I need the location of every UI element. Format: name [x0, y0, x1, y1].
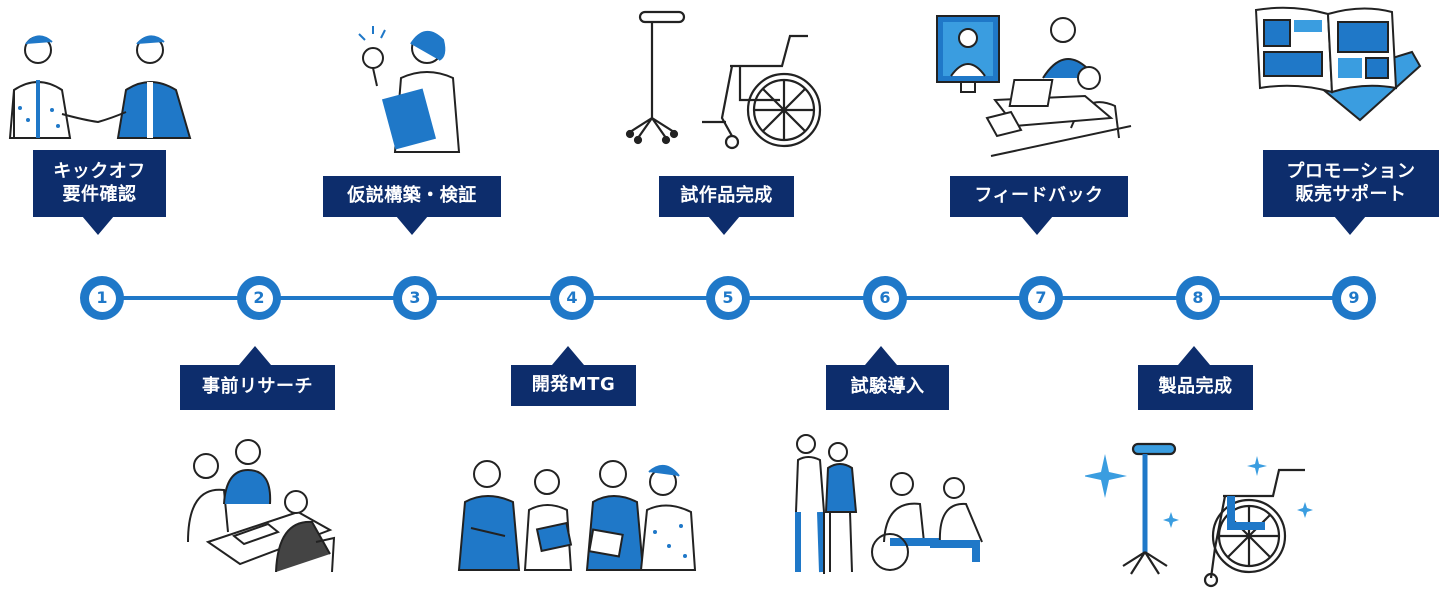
label-pointer — [239, 346, 271, 365]
step-number: 6 — [879, 290, 890, 306]
step-node-8: 8 — [1176, 276, 1220, 320]
step-node-2: 2 — [237, 276, 281, 320]
step-number: 3 — [409, 290, 420, 306]
label-pointer — [82, 216, 114, 235]
care-facility-icon — [790, 432, 990, 577]
step-label-4: 開発MTG — [511, 365, 636, 406]
cane-wheelchair-icon — [622, 6, 832, 156]
magnifier-person-icon — [355, 16, 465, 156]
step-node-1: 1 — [80, 276, 124, 320]
handshake-icon — [0, 28, 200, 140]
step-number: 1 — [96, 290, 107, 306]
step-number: 7 — [1035, 290, 1046, 306]
step-label-3: 仮説構築・検証 — [323, 176, 501, 217]
step-label-9: プロモーション 販売サポート — [1263, 150, 1439, 217]
step-number: 2 — [253, 290, 264, 306]
step-label-1: キックオフ 要件確認 — [33, 150, 166, 217]
step-node-5: 5 — [706, 276, 750, 320]
label-pointer — [552, 346, 584, 365]
step-node-9: 9 — [1332, 276, 1376, 320]
label-pointer — [1021, 216, 1053, 235]
label-pointer — [396, 216, 428, 235]
meeting-icon — [178, 432, 338, 577]
label-pointer — [1178, 346, 1210, 365]
step-number: 4 — [566, 290, 577, 306]
step-label-6: 試験導入 — [826, 365, 949, 410]
brochure-icon — [1252, 2, 1422, 126]
step-number: 5 — [722, 290, 733, 306]
team-discussion-icon — [455, 452, 700, 572]
step-number: 9 — [1348, 290, 1359, 306]
step-node-6: 6 — [863, 276, 907, 320]
step-label-8: 製品完成 — [1138, 365, 1253, 410]
step-label-2: 事前リサーチ — [180, 365, 335, 410]
step-node-3: 3 — [393, 276, 437, 320]
step-number: 8 — [1192, 290, 1203, 306]
video-call-icon — [935, 8, 1135, 158]
step-node-7: 7 — [1019, 276, 1063, 320]
label-pointer — [865, 346, 897, 365]
finished-product-icon — [1085, 440, 1320, 588]
label-pointer — [708, 216, 740, 235]
step-label-7: フィードバック — [950, 176, 1128, 217]
step-node-4: 4 — [550, 276, 594, 320]
step-label-5: 試作品完成 — [659, 176, 794, 217]
label-pointer — [1334, 216, 1366, 235]
